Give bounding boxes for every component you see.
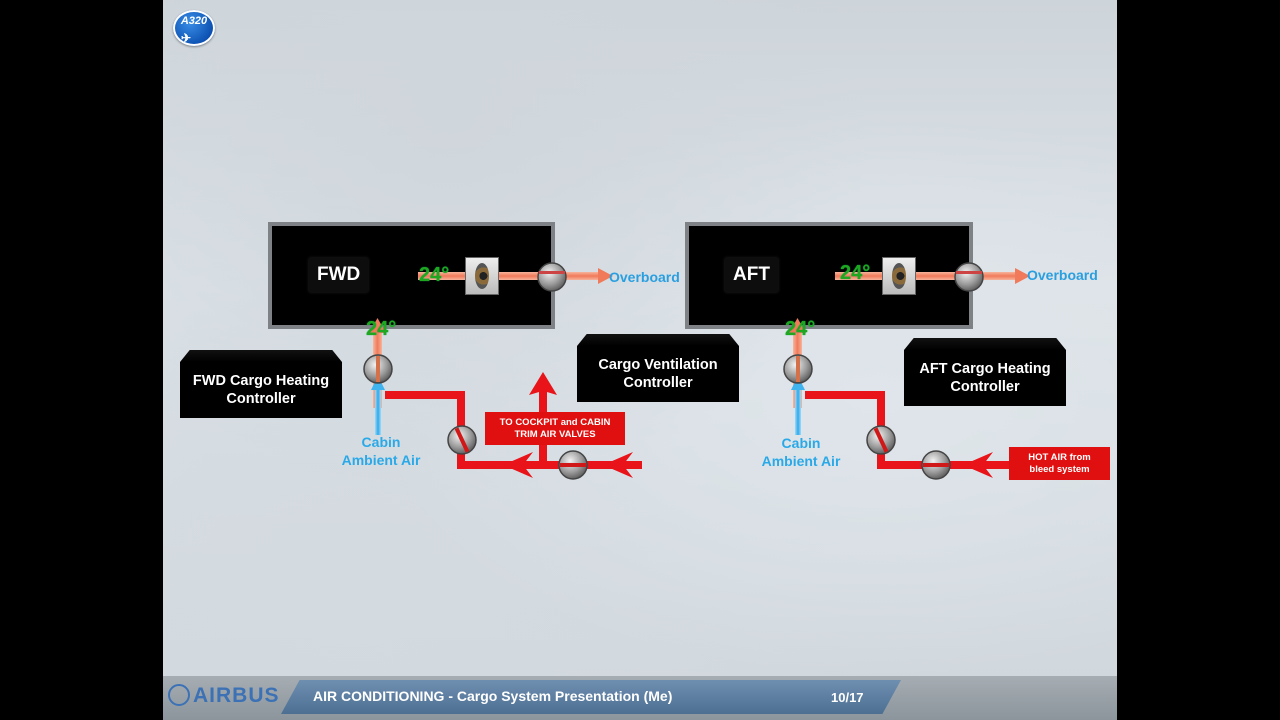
aft-inlet-temp: 24°: [785, 318, 816, 340]
fwd-inlet-temp: 24°: [366, 318, 397, 340]
fwd-heating-controller-label: FWD Cargo Heating Controller: [180, 362, 342, 418]
airbus-brand: AIRBUS: [193, 684, 280, 707]
aft-outlet-temp: 24°: [840, 262, 871, 284]
fwd-overboard-label: Overboard: [609, 269, 680, 285]
aft-inlet-valve: [783, 354, 813, 384]
fwd-label: FWD: [309, 258, 369, 292]
fwd-outlet-valve: [537, 262, 567, 292]
slide: A320 ✈ FWD AFT: [163, 0, 1117, 720]
airbus-logo-icon: [168, 684, 190, 706]
hot-air-label: HOT AIR from bleed system: [1009, 447, 1110, 480]
ventilation-controller: Cargo Ventilation Controller: [577, 334, 739, 402]
footer-band: [281, 680, 901, 714]
aft-label: AFT: [725, 258, 778, 292]
aft-outlet-line: [835, 268, 1030, 284]
fwd-hot-air-valve: [558, 450, 588, 480]
aft-outlet-valve: [954, 262, 984, 292]
aft-extraction-fan-icon: [882, 257, 916, 295]
fwd-inlet-valve: [363, 354, 393, 384]
aft-heating-controller-label: AFT Cargo Heating Controller: [904, 350, 1066, 406]
aft-heating-controller: AFT Cargo Heating Controller: [904, 338, 1066, 406]
page-number: 10/17: [831, 690, 864, 705]
airflow-diagram: [363, 262, 1030, 480]
footer-title: AIR CONDITIONING - Cargo System Presenta…: [313, 688, 673, 704]
aft-hot-air-valve: [921, 450, 951, 480]
aft-trim-valve: [866, 425, 896, 455]
fwd-ambient-air-label: Cabin Ambient Air: [341, 434, 421, 468]
fwd-trim-valve: [447, 425, 477, 455]
logo-text: A320: [180, 15, 208, 27]
aft-ambient-air-label: Cabin Ambient Air: [761, 435, 841, 469]
fwd-extraction-fan-icon: [465, 257, 499, 295]
a320-logo: A320 ✈: [173, 10, 215, 46]
trim-air-label: TO COCKPIT and CABIN TRIM AIR VALVES: [485, 412, 625, 445]
fwd-heating-controller: FWD Cargo Heating Controller: [180, 350, 342, 418]
plane-icon: ✈: [181, 31, 192, 45]
aft-overboard-label: Overboard: [1027, 267, 1098, 283]
ventilation-controller-label: Cargo Ventilation Controller: [577, 346, 739, 402]
fwd-outlet-line: [418, 268, 613, 284]
fwd-outlet-temp: 24°: [419, 264, 450, 286]
